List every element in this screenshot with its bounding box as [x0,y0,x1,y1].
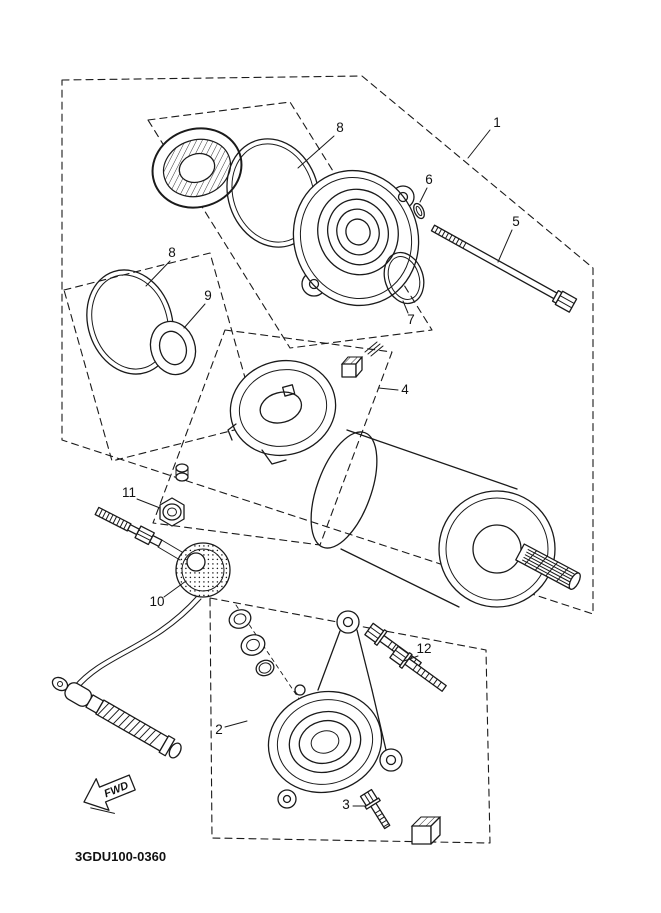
front-bracket [228,604,403,809]
assembly-group-box-main [61,75,594,615]
rear-end-cap [292,169,420,307]
bracket-washer [240,634,266,656]
terminal-lead [51,506,231,759]
washer-9 [149,320,197,376]
callout-9: 9 [204,288,212,303]
callout-3: 3 [342,797,350,812]
bracket-bearing [228,609,252,629]
group-box-endcap [147,101,433,349]
clip-6 [413,202,425,220]
callout-11: 11 [122,485,136,500]
group-box-front-bracket [209,597,491,844]
callout-1: 1 [493,115,501,130]
brush-spring [364,341,384,357]
o-ring-8-left [86,269,174,375]
brush-cube-2 [410,816,442,845]
o-ring-7 [383,251,425,305]
callout-6: 6 [425,172,433,187]
callout-8a: 8 [336,120,344,135]
grommet [175,463,189,482]
callout-10: 10 [149,594,164,609]
through-bolt-5 [430,224,578,313]
needle-bearing [151,127,243,209]
drawing-number: 3GDU100-0360 [75,849,166,864]
bolt-12b [389,645,447,692]
brush-plate [227,359,337,465]
callout-12: 12 [416,641,431,656]
callout-7: 7 [407,312,415,327]
nut-11 [159,497,185,527]
brush-cube [340,356,364,378]
callout-4: 4 [401,382,409,397]
callout-2: 2 [215,722,223,737]
motor-armature [310,429,581,608]
bolt-3 [359,788,391,830]
leader-lines [136,129,513,807]
fwd-arrow: FWD [83,774,136,814]
callout-8b: 8 [168,245,176,260]
o-ring-8-top [226,138,320,248]
bracket-o-ring [255,659,275,677]
callout-5: 5 [512,214,520,229]
